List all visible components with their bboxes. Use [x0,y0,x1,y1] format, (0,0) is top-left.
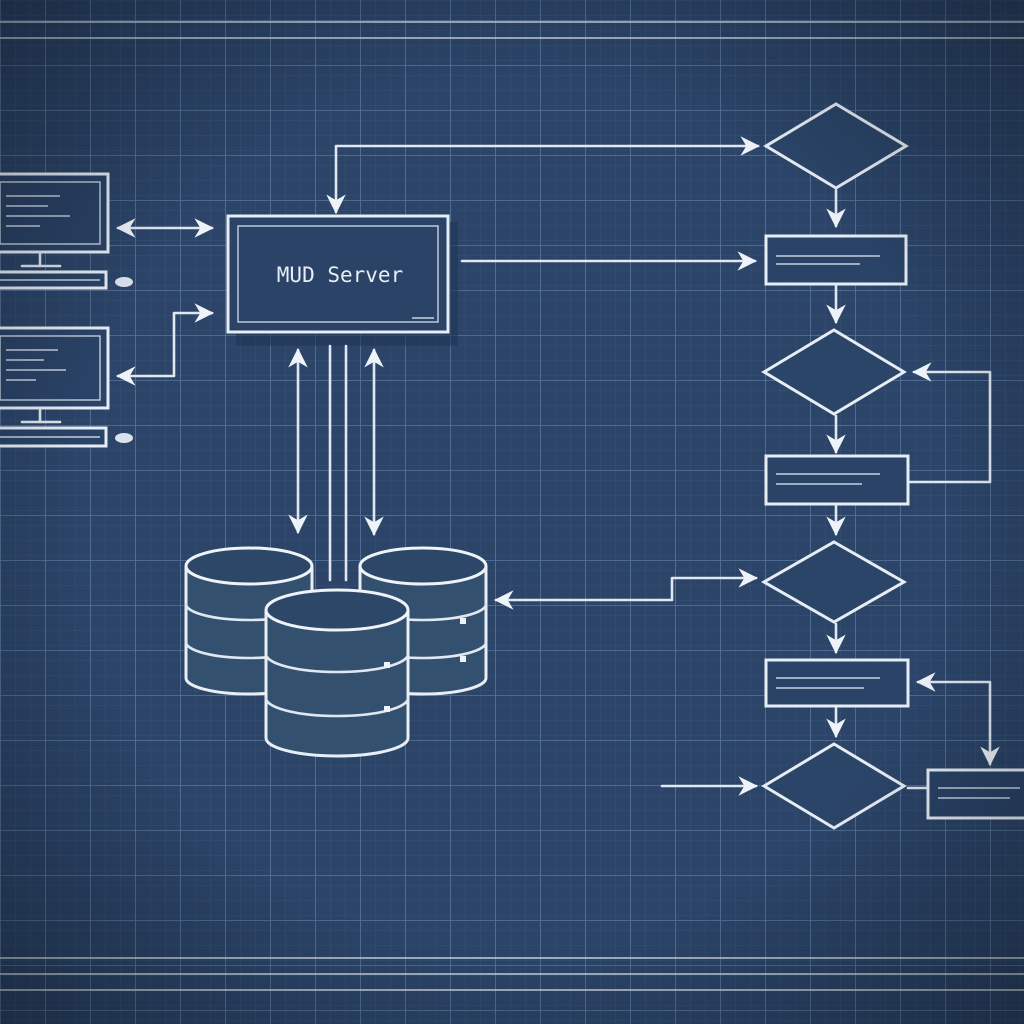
database-front [264,588,410,758]
database-cylinder-icon [264,588,410,758]
mud-server-box: MUD Server [226,214,458,346]
flow-process-2 [764,454,910,506]
flow-process-4 [926,768,1024,820]
flow-process-3 [764,658,910,708]
server-label: MUD Server [277,263,403,287]
flow-process-1 [764,234,908,286]
